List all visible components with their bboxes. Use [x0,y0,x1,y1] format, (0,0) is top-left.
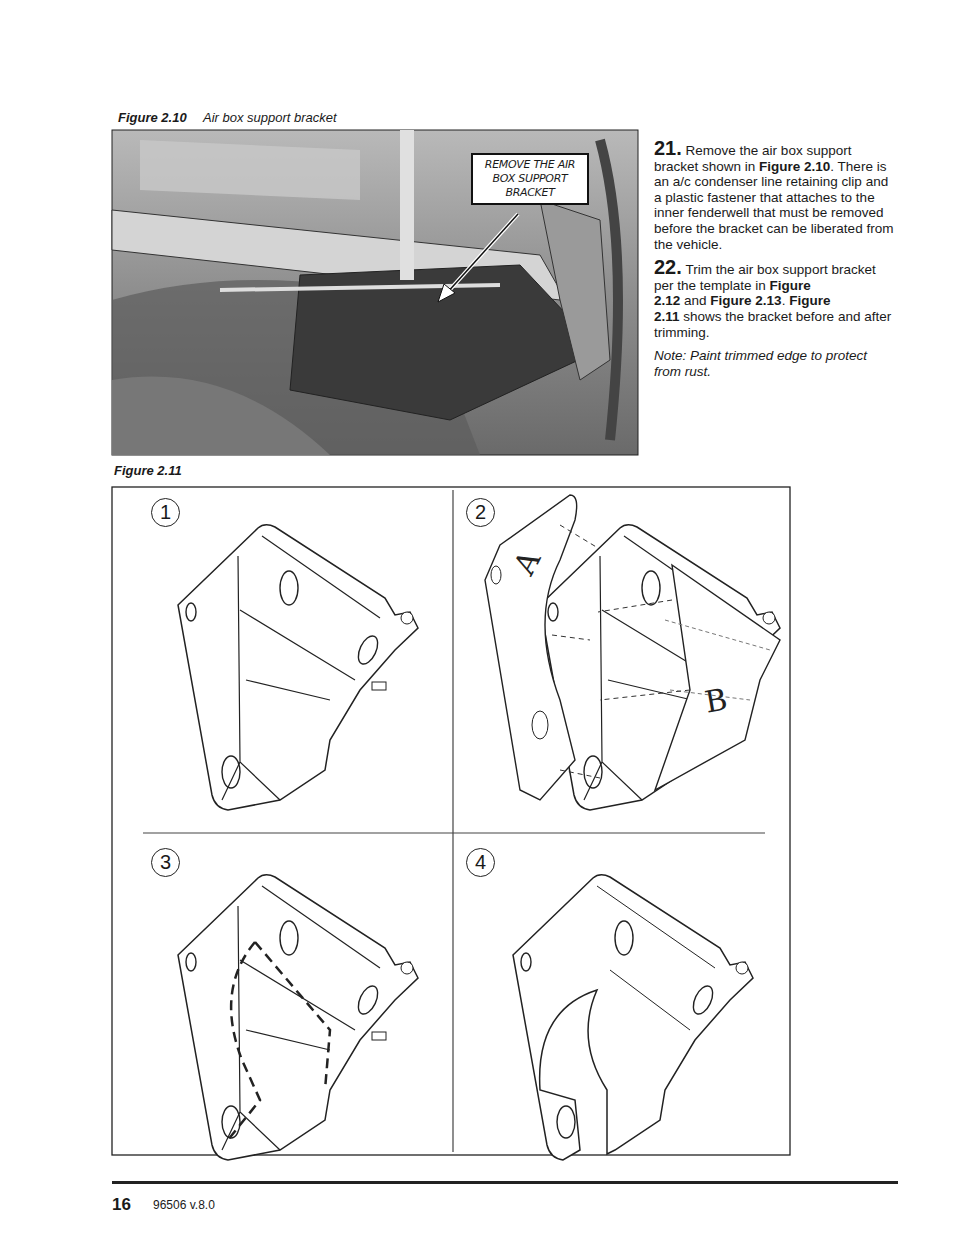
note-text: Note: Paint trimmed edge to protect from… [654,348,867,379]
step-text: . [782,293,786,308]
panel-number: 2 [466,498,495,527]
note-paragraph: Note: Paint trimmed edge to protect from… [654,348,896,379]
figure-caption: Figure 2.10 [118,110,187,125]
step-number: 21. [654,137,682,159]
step-text: shows the bracket before and after trimm… [654,309,891,340]
page-number: 16 [112,1195,131,1215]
text-column: 21.Remove the air box support bracket sh… [654,141,896,387]
callout-text: REMOVE THE AIR BOX SUPPORT BRACKET [485,158,575,199]
panel-number-text: 1 [160,501,171,524]
figure-reference: Figure 2.10 [759,159,830,174]
figure-reference: Figure 2.13 [710,293,781,308]
step-number: 22. [654,256,682,278]
panel-number: 4 [466,848,495,877]
panel-number-text: 3 [160,851,171,874]
figure-caption: Figure 2.11 [114,463,182,478]
panel-number-text: 4 [475,851,486,874]
version-code: 96506 v.8.0 [153,1198,215,1212]
figure-caption: Air box support bracket [203,110,337,125]
step-paragraph: 21.Remove the air box support bracket sh… [654,141,896,252]
photo [112,130,638,455]
callout-box: REMOVE THE AIR BOX SUPPORT BRACKET [471,153,589,205]
step-text: and [684,293,707,308]
step-paragraph: 22.Trim the air box support bracket per … [654,260,896,340]
panel-number-text: 2 [475,501,486,524]
panel-number: 1 [151,498,180,527]
step-text: Trim the air box support bracket per the… [654,262,876,293]
panel-number: 3 [151,848,180,877]
